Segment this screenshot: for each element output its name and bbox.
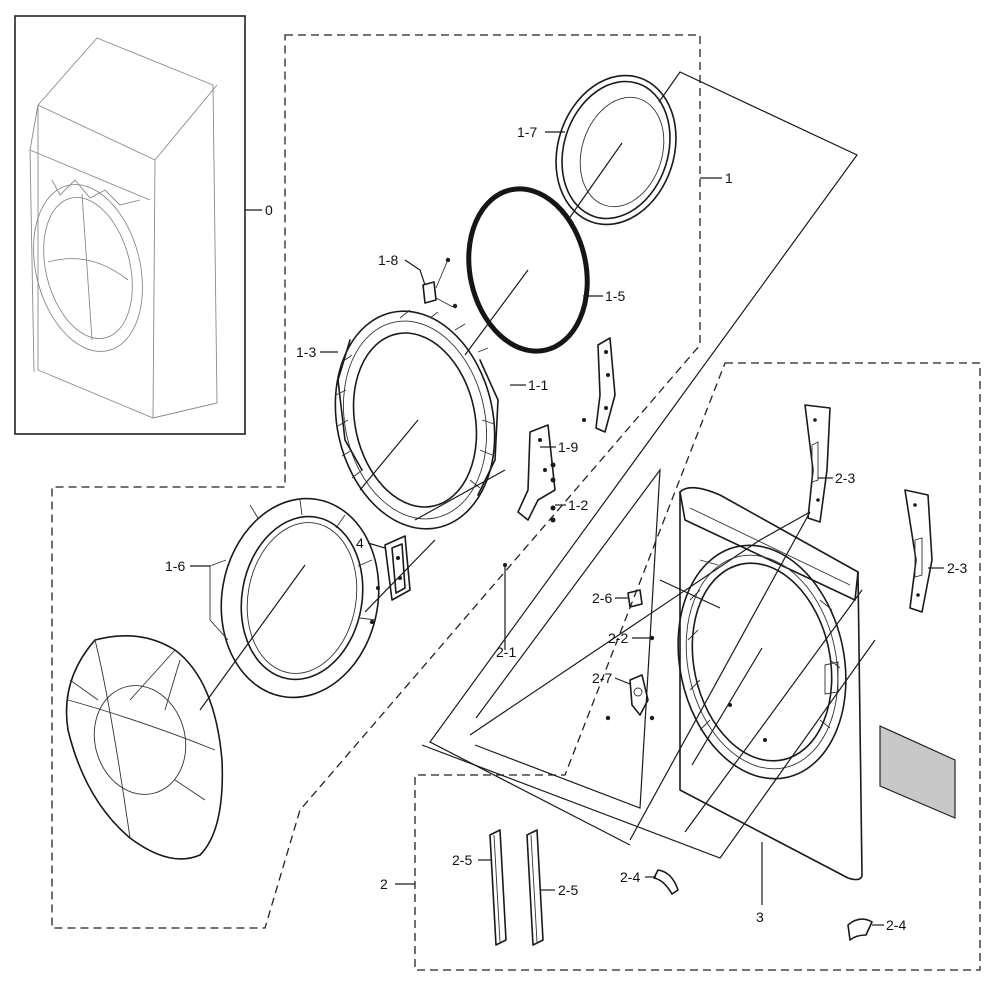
callout-1-5: 1-5 xyxy=(605,288,625,304)
part-label-plate xyxy=(879,725,956,819)
unit-overview-frame xyxy=(14,15,246,435)
part-side-bracket-b xyxy=(904,489,933,613)
part-hinge-top-plate xyxy=(582,337,616,433)
part-lock-tab xyxy=(605,589,655,721)
callout-2-5-b: 2-5 xyxy=(558,882,578,898)
callout-leaders xyxy=(190,131,944,926)
callout-2-2: 2-2 xyxy=(608,630,628,646)
callout-2-3-a: 2-3 xyxy=(835,470,855,486)
callout-1-2: 1-2 xyxy=(568,497,588,513)
callout-2: 2 xyxy=(380,876,388,892)
part-door-cover-bowl xyxy=(65,635,224,860)
callout-1-8: 1-8 xyxy=(378,252,398,268)
callout-1-6: 1-6 xyxy=(165,558,185,574)
part-door-latch xyxy=(422,257,458,309)
callout-2-4-a: 2-4 xyxy=(620,869,640,885)
callout-1-7: 1-7 xyxy=(517,124,537,140)
callout-1: 1 xyxy=(725,170,733,186)
callout-1-9: 1-9 xyxy=(558,439,578,455)
part-door-front-trim xyxy=(209,497,380,699)
part-door-frame xyxy=(334,309,499,530)
part-clip-b xyxy=(847,918,873,941)
group-1-boundary xyxy=(51,34,701,929)
part-clip-a xyxy=(653,869,679,895)
callout-1-3: 1-3 xyxy=(296,344,316,360)
part-hinge-plate xyxy=(503,424,556,567)
group-2-boundary xyxy=(414,362,981,971)
part-foam-strip-a xyxy=(489,829,507,946)
callout-3: 3 xyxy=(756,909,764,925)
part-foam-strip-b xyxy=(526,829,544,946)
callout-2-7: 2-7 xyxy=(592,670,612,686)
callout-2-4-b: 2-4 xyxy=(886,917,906,933)
callout-1-1: 1-1 xyxy=(528,377,548,393)
part-hinge-bracket xyxy=(370,535,411,624)
part-side-bracket-a xyxy=(804,404,831,523)
callout-0: 0 xyxy=(265,202,273,218)
callout-2-6: 2-6 xyxy=(592,590,612,606)
part-front-panel xyxy=(677,486,863,881)
part-door-gasket-ring xyxy=(466,186,590,354)
callout-4: 4 xyxy=(356,535,364,551)
explosion-lines xyxy=(199,71,876,859)
callout-2-3-b: 2-3 xyxy=(947,560,967,576)
callout-2-1: 2-1 xyxy=(496,644,516,660)
callout-2-5-a: 2-5 xyxy=(452,852,472,868)
washer-unit-sketch xyxy=(29,37,218,419)
